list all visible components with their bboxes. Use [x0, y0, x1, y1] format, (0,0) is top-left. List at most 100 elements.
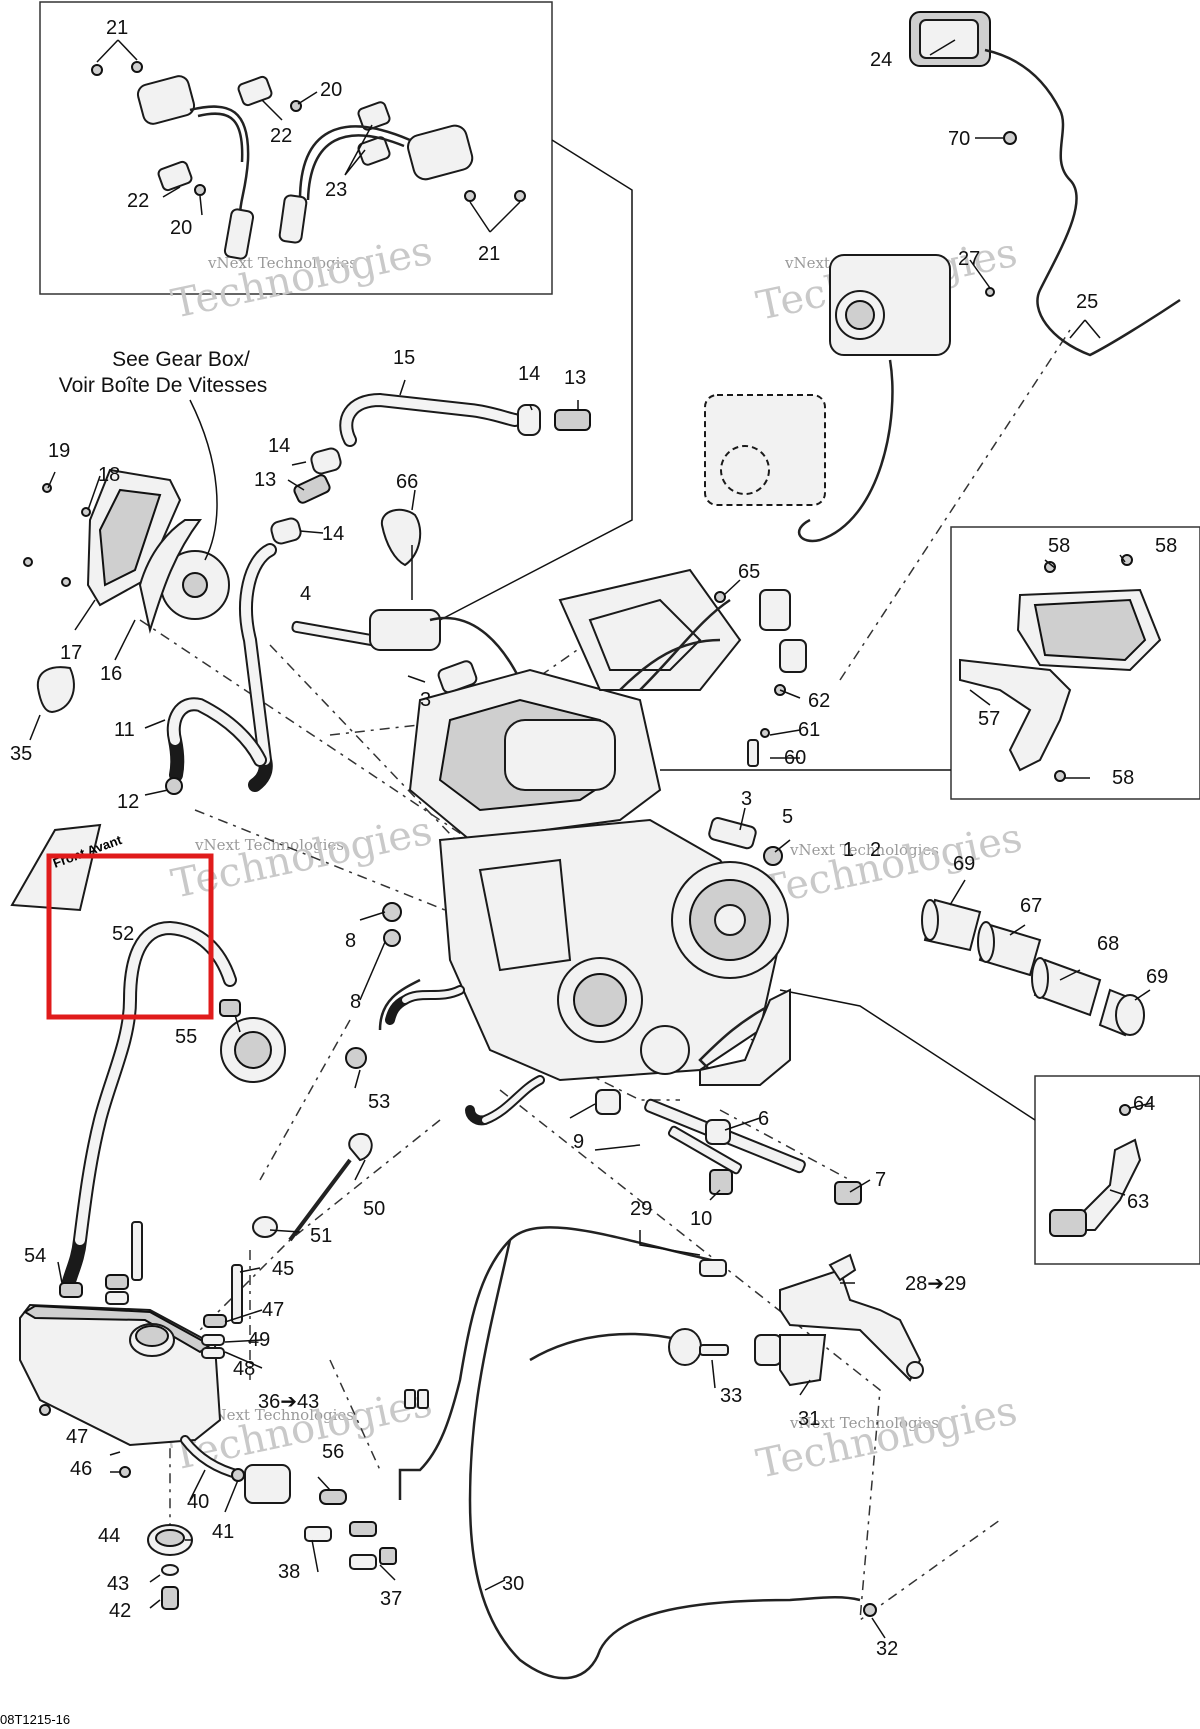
callout: 16 — [100, 663, 122, 685]
callout: 18 — [98, 464, 120, 486]
callout: 20 — [170, 217, 192, 239]
callout: 68 — [1097, 933, 1119, 955]
callout: 51 — [310, 1225, 332, 1247]
callout: 25 — [1076, 291, 1098, 313]
callout: 19 — [48, 440, 70, 462]
callout: 15 — [393, 347, 415, 369]
callout: 67 — [1020, 895, 1042, 917]
callout: 66 — [396, 471, 418, 493]
callout: 13 — [564, 367, 586, 389]
callout: 14 — [322, 523, 344, 545]
ignition-coil-parts — [91, 61, 526, 260]
callout: 45 — [272, 1258, 294, 1280]
callout: 33 — [720, 1385, 742, 1407]
watermark-text: Technologies — [758, 815, 1027, 915]
gear-box-note-line2: Voir Boîte De Vitesses — [59, 374, 268, 397]
watermark-text: Technologies — [753, 1388, 1022, 1488]
callout: 60 — [784, 747, 806, 769]
callout: 6 — [758, 1108, 769, 1130]
callout: 4 — [300, 583, 311, 605]
callout: 37 — [380, 1588, 402, 1610]
callout: 13 — [254, 469, 276, 491]
callout: 61 — [798, 719, 820, 741]
callout: 23 — [325, 179, 347, 201]
callout: 3 — [420, 689, 431, 711]
watermark-text: vNext Technologies — [194, 836, 344, 854]
engine-assembly — [378, 568, 807, 1126]
callout: 53 — [368, 1091, 390, 1113]
callout: 21 — [106, 17, 128, 39]
callout: 14 — [268, 435, 290, 457]
callout: 35 — [10, 743, 32, 765]
callout: 47 — [66, 1426, 88, 1448]
oil-tank-parts — [19, 1132, 397, 1610]
callout: 22 — [270, 125, 292, 147]
clutch-lever-parts — [398, 1226, 924, 1680]
callout: 57 — [978, 708, 1000, 730]
callout: 44 — [98, 1525, 120, 1547]
callouts: 21 20 22 22 20 23 21 24 70 27 25 15 14 1… — [10, 17, 1177, 1660]
callout: 30 — [502, 1573, 524, 1595]
callout: 42 — [109, 1600, 131, 1622]
gearbox-cover-parts — [23, 468, 230, 714]
inset-ignition-leader — [439, 139, 633, 621]
callout: 65 — [738, 561, 760, 583]
callout: 12 — [117, 791, 139, 813]
shift-lever-parts — [1049, 1104, 1142, 1237]
callout: 48 — [233, 1358, 255, 1380]
callout: 2 — [870, 839, 881, 861]
callout: 38 — [278, 1561, 300, 1583]
callout: 1 — [843, 839, 854, 861]
inset-ignition-box — [39, 1, 553, 295]
callout: 70 — [948, 128, 970, 150]
bracket-inset-parts — [959, 554, 1162, 782]
callout: 3 — [741, 788, 752, 810]
inset-bracket-box — [950, 526, 1200, 800]
watermark-text: Technologies — [168, 228, 437, 328]
callout: 21 — [478, 243, 500, 265]
highlight-box-part-52 — [46, 853, 214, 1020]
inset-shift-leader — [779, 989, 1036, 1121]
callout: 9 — [573, 1131, 584, 1153]
callout: 8 — [350, 991, 361, 1013]
callout: 64 — [1133, 1093, 1155, 1115]
callout: 27 — [958, 248, 980, 270]
callout: 14 — [518, 363, 540, 385]
callout: 69 — [1146, 966, 1168, 988]
callout: 8 — [345, 930, 356, 952]
callout: 47 — [262, 1299, 284, 1321]
callout: 46 — [70, 1458, 92, 1480]
callout: 50 — [363, 1198, 385, 1220]
callout: 43 — [107, 1573, 129, 1595]
callout: 36➔43 — [258, 1391, 319, 1413]
callout: 40 — [187, 1491, 209, 1513]
callout: 49 — [248, 1329, 270, 1351]
callout: 17 — [60, 642, 82, 664]
drawing-number: 08T1215-16 — [0, 1712, 70, 1727]
callout: 10 — [690, 1208, 712, 1230]
callout: 58 — [1112, 767, 1134, 789]
callout: 11 — [114, 719, 135, 741]
callout: 41 — [212, 1521, 234, 1543]
watermark-text: vNext Technologies — [789, 841, 939, 859]
callout: 32 — [876, 1638, 898, 1660]
bushings-and-bolts — [345, 817, 1145, 1205]
inset-shift-lever-box — [1034, 1075, 1200, 1265]
callout: 63 — [1127, 1191, 1149, 1213]
callout: 5 — [782, 806, 793, 828]
callout: 7 — [875, 1169, 886, 1191]
throttle-parts — [704, 11, 1181, 543]
coolant-hoses — [165, 392, 591, 795]
gear-box-note-line1: See Gear Box/ — [112, 348, 250, 371]
callout: 22 — [127, 190, 149, 212]
callout: 20 — [320, 79, 342, 101]
callout: 29 — [630, 1198, 652, 1220]
callout: 58 — [1155, 535, 1177, 557]
callout: 24 — [870, 49, 892, 71]
callout: 69 — [953, 853, 975, 875]
front-tag-and-hose: Front Avant — [10, 823, 286, 1292]
callout: 62 — [808, 690, 830, 712]
callout: 56 — [322, 1441, 344, 1463]
callout: 55 — [175, 1026, 197, 1048]
